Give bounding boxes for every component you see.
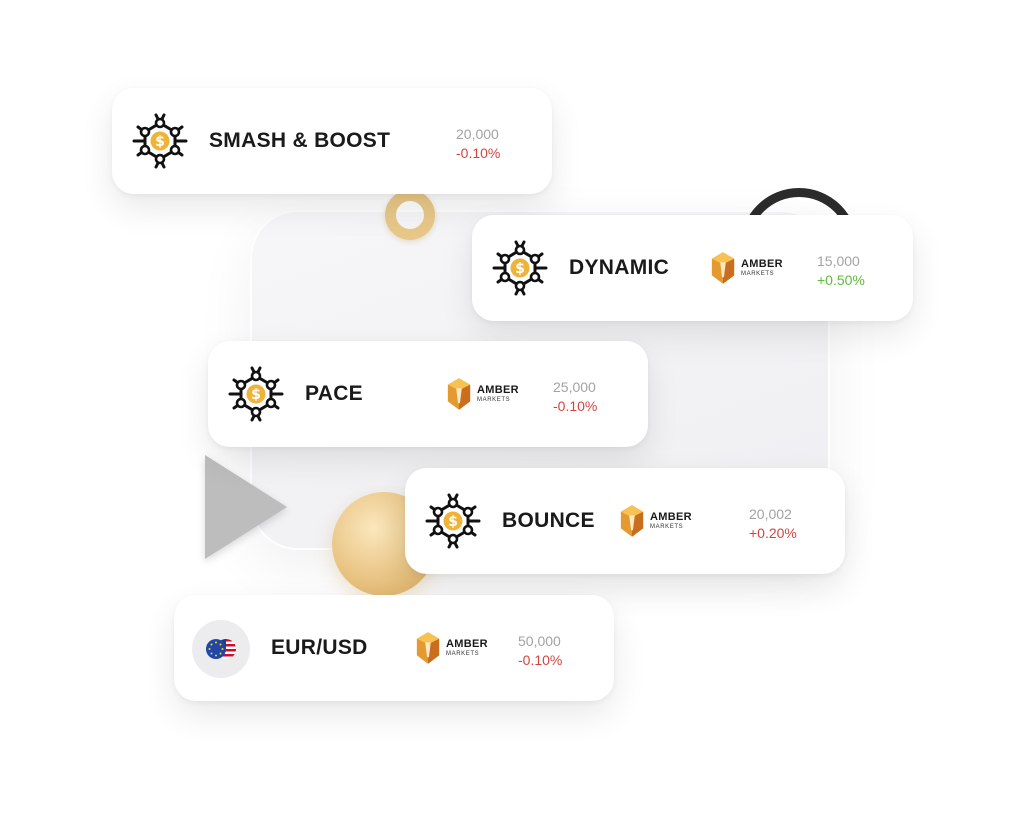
amber-brand-sub: MARKETS [477,396,511,403]
amber-brand-sub: MARKETS [446,650,480,657]
amber-gem-icon [619,504,645,538]
market-change: -0.10% [456,145,501,161]
market-values: 20,002 +0.20% [749,505,797,543]
market-price: 20,000 [456,126,499,142]
market-values: 25,000 -0.10% [553,378,597,416]
amber-brand-sub: MARKETS [741,270,775,277]
market-price: 20,002 [749,506,792,522]
market-change: -0.10% [553,398,598,414]
market-price: 15,000 [817,253,860,269]
market-card-bounce[interactable]: BOUNCE AMBER MARKETS 20,002 +0.20% [405,468,845,574]
triangle-decoration [205,455,287,559]
eu-us-flags-icon [192,620,250,678]
amber-gem-icon [415,631,441,665]
market-card-smash-boost[interactable]: SMASH & BOOST 20,000 -0.10% [112,88,552,194]
market-card-eurusd[interactable]: EUR/USD AMBER MARKETS 50,000 -0.10% [174,595,614,701]
market-price: 25,000 [553,379,596,395]
amber-markets-logo: AMBER MARKETS [619,503,692,539]
amber-markets-logo: AMBER MARKETS [710,250,783,286]
market-change: +0.50% [817,272,865,288]
amber-brand-name: AMBER [446,637,488,650]
dollar-hexagon-icon [228,366,284,422]
market-values: 20,000 -0.10% [456,125,500,163]
amber-markets-logo: AMBER MARKETS [446,376,519,412]
market-card-dynamic[interactable]: DYNAMIC AMBER MARKETS 15,000 +0.50% [472,215,913,321]
market-name: PACE [305,382,363,405]
market-change: -0.10% [518,652,563,668]
market-values: 15,000 +0.50% [817,252,865,290]
market-card-pace[interactable]: PACE AMBER MARKETS 25,000 -0.10% [208,341,648,447]
amber-gem-icon [446,377,472,411]
dollar-hexagon-icon [492,240,548,296]
market-name: DYNAMIC [569,256,670,279]
market-name: BOUNCE [502,509,595,532]
amber-brand-name: AMBER [741,257,783,270]
amber-markets-logo: AMBER MARKETS [415,630,488,666]
amber-brand-sub: MARKETS [650,523,684,530]
market-name: EUR/USD [271,636,368,659]
gold-ring-decoration [385,190,435,240]
amber-brand-name: AMBER [477,383,519,396]
market-price: 50,000 [518,633,561,649]
amber-gem-icon [710,251,736,285]
market-change: +0.20% [749,525,797,541]
amber-brand-name: AMBER [650,510,692,523]
dollar-hexagon-icon [132,113,188,169]
market-values: 50,000 -0.10% [518,632,562,670]
market-name: SMASH & BOOST [209,129,391,152]
dollar-hexagon-icon [425,493,481,549]
